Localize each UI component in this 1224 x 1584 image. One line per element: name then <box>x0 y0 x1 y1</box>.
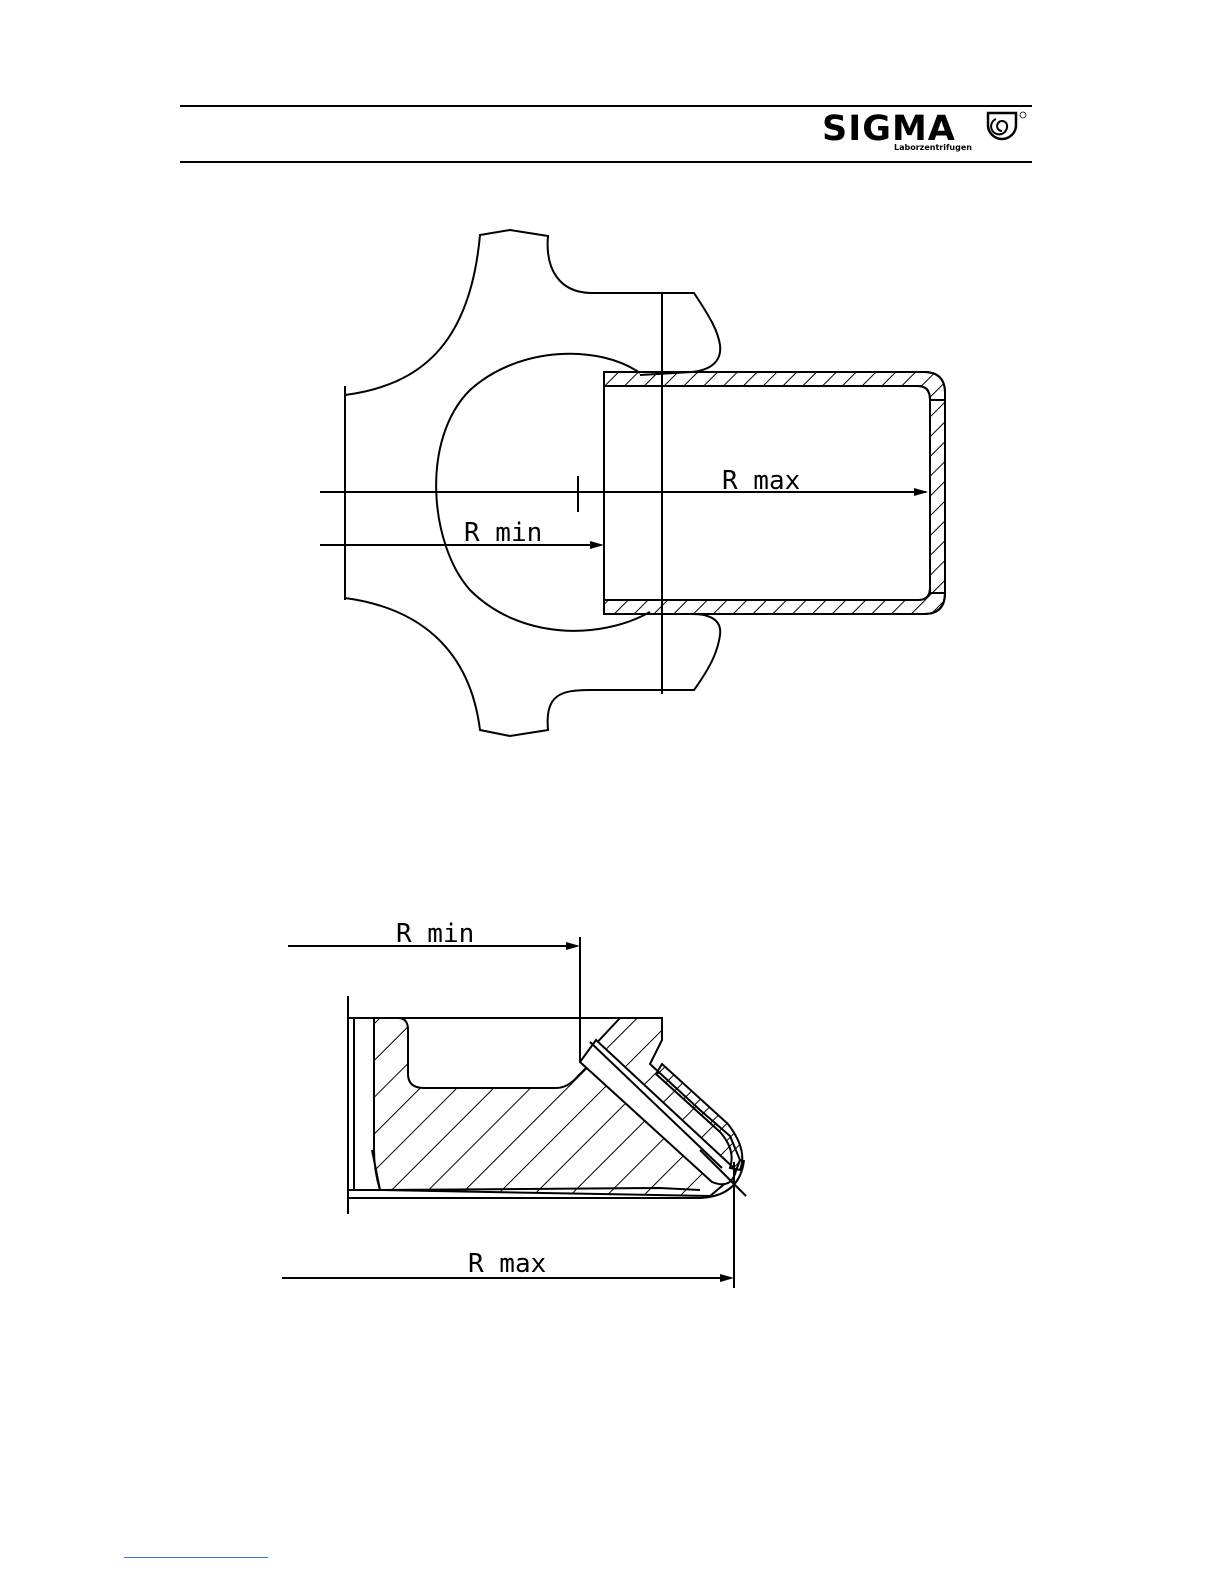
footnote-rule <box>124 1557 268 1558</box>
bottom-rmax-label: R max <box>468 1249 546 1279</box>
bottom-rmin-label: R min <box>396 919 474 949</box>
rotor-body-section <box>374 1018 740 1196</box>
bottom-rmax-arrowhead <box>720 1274 734 1282</box>
bottom-rmin-arrowhead <box>566 942 580 950</box>
